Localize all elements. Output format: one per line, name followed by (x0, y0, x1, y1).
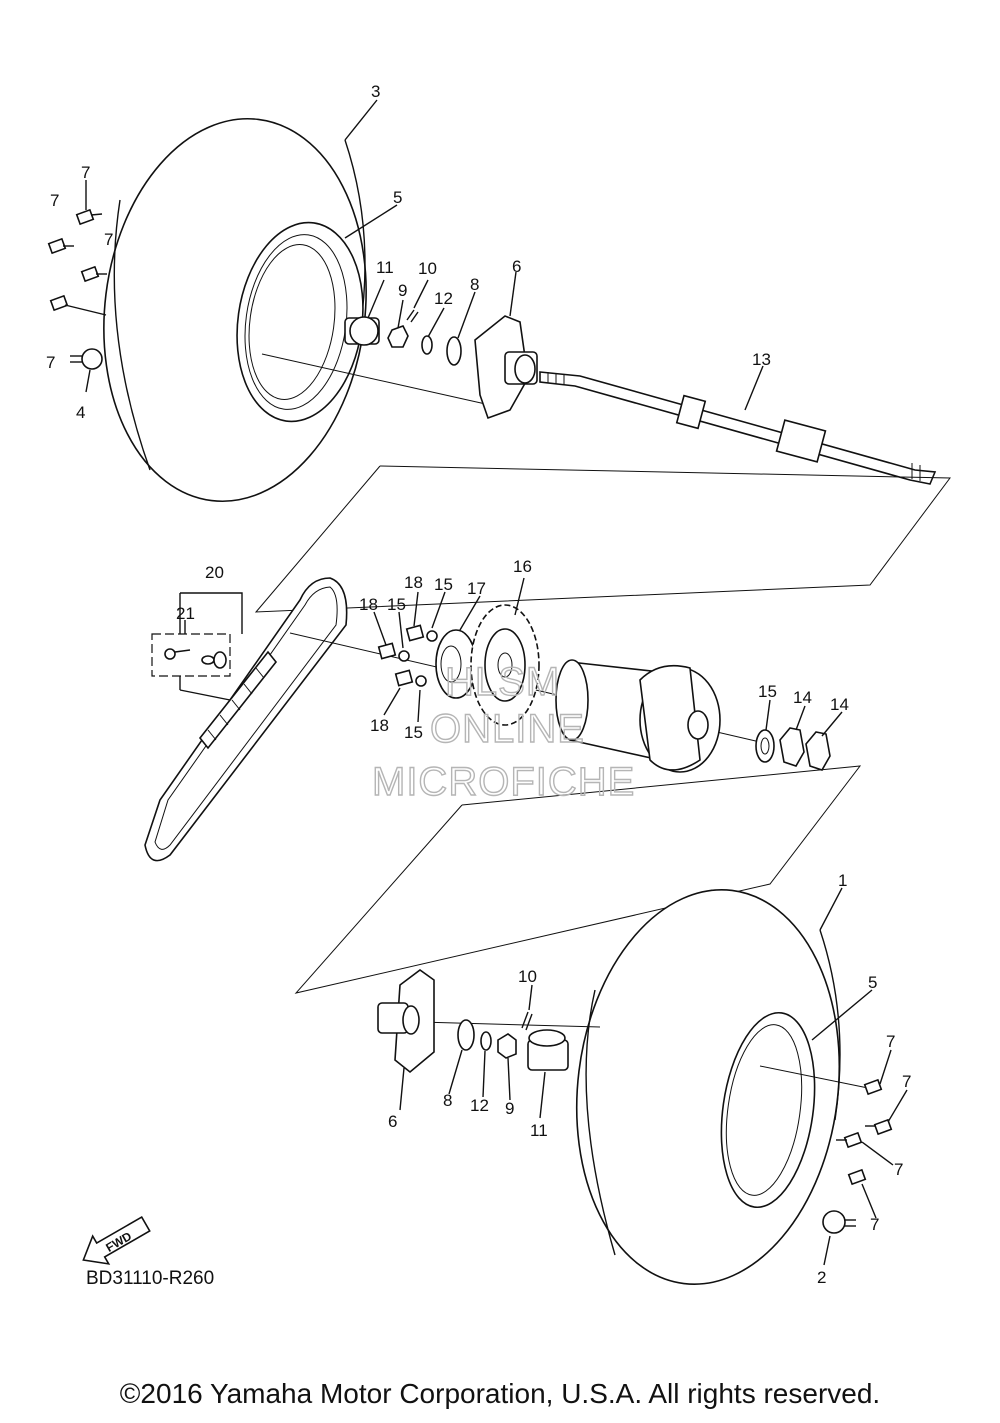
label-bolt-top-4: 7 (46, 353, 55, 372)
watermark-line-2: ONLINE (430, 707, 585, 751)
chain-joint-box (151, 592, 243, 701)
bottom-wheel-bolts (822, 1078, 893, 1234)
label-hub-bottom: 6 (388, 1112, 397, 1131)
label-nut-bottom: 9 (505, 1099, 514, 1118)
bottom-castle-nut (497, 1033, 517, 1059)
drive-chain (144, 577, 348, 862)
watermark-line-3: MICROFICHE (372, 760, 635, 804)
top-hub (474, 315, 538, 420)
top-small-washer (421, 335, 433, 355)
label-chain: 20 (205, 563, 224, 582)
sprocket-boss (435, 629, 477, 699)
bottom-washer (457, 1019, 475, 1051)
label-locknut-2: 14 (830, 695, 849, 714)
label-bolt-bottom-3: 7 (894, 1160, 903, 1179)
label-pin-top: 10 (418, 259, 437, 278)
label-bolt-top-1: 7 (81, 163, 90, 182)
label-bolt-bottom-4: 7 (870, 1215, 879, 1234)
plane-upper (254, 465, 951, 613)
label-washer-bottom: 8 (443, 1091, 452, 1110)
label-pin-bottom: 10 (518, 967, 537, 986)
bottom-spacer (527, 1029, 569, 1071)
part-labels: 3 5 7 7 7 7 4 11 9 10 12 8 6 13 20 21 18… (46, 82, 911, 1287)
label-bolt-top-2: 7 (50, 191, 59, 210)
watermark-line-1: HLSM (445, 660, 560, 704)
copyright-notice: ©2016 Yamaha Motor Corporation, U.S.A. A… (119, 1378, 881, 1409)
label-tire-bottom: 1 (838, 871, 847, 890)
label-hub-top: 6 (512, 257, 521, 276)
label-washer-drive-2: 15 (434, 575, 453, 594)
drive-hub-drum (555, 659, 721, 773)
top-wheel-bolts (47, 208, 107, 370)
label-bolt-drive-1: 18 (359, 595, 378, 614)
label-bolt-bottom-2: 7 (902, 1072, 911, 1091)
plane-lower (294, 765, 862, 994)
label-sprocket: 16 (513, 557, 532, 576)
label-rim-bottom: 5 (868, 973, 877, 992)
label-spacer-top: 11 (376, 258, 394, 277)
bottom-cotter-pin (521, 1011, 533, 1031)
label-bolt-top-3: 7 (104, 230, 113, 249)
top-spacer (344, 316, 380, 346)
axle-shaft (539, 371, 937, 485)
top-cotter-pin (406, 309, 419, 323)
label-rim-top: 5 (393, 188, 402, 207)
label-chain-joint: 21 (176, 604, 195, 623)
fwd-arrow-icon: FWD (82, 1215, 151, 1265)
label-nut-top: 9 (398, 281, 407, 300)
label-nutcap-top: 4 (76, 403, 85, 422)
label-bolt-drive-2: 18 (404, 573, 423, 592)
bottom-small-washer (480, 1031, 492, 1051)
label-bolt-bottom-1: 7 (886, 1032, 895, 1051)
label-washer-drive-1: 15 (387, 595, 406, 614)
bottom-rim (720, 1011, 816, 1209)
axle-washer (755, 729, 775, 763)
label-locknut-1: 14 (793, 688, 812, 707)
label-washer-drive-3: 15 (404, 723, 423, 742)
watermark: HLSM ONLINE MICROFICHE (371, 659, 635, 804)
top-castle-nut (387, 325, 409, 348)
label-axle-washer: 15 (758, 682, 777, 701)
label-bolt-drive-3: 18 (370, 716, 389, 735)
label-shaft: 13 (752, 350, 771, 369)
top-leaders (85, 99, 764, 411)
bottom-bolt-line (759, 1065, 869, 1089)
label-washer-small-top: 12 (434, 289, 453, 308)
label-tire-top: 3 (371, 82, 380, 101)
sprocket-bolts (377, 624, 438, 687)
drive-leaders (373, 577, 843, 737)
label-washer-small-bottom: 12 (470, 1096, 489, 1115)
sprocket (470, 604, 540, 726)
bottom-hub (377, 969, 435, 1074)
label-nutcap-bottom: 2 (817, 1268, 826, 1287)
axle-locknuts (779, 727, 831, 771)
top-axis-line (261, 353, 491, 406)
label-boss: 17 (467, 579, 486, 598)
drawing-code: BD31110-R260 (86, 1268, 215, 1289)
bottom-leaders (399, 887, 908, 1266)
label-spacer-bottom: 11 (530, 1121, 548, 1140)
top-washer (446, 336, 462, 366)
bottom-axis-line (419, 1021, 601, 1028)
label-washer-top: 8 (470, 275, 479, 294)
